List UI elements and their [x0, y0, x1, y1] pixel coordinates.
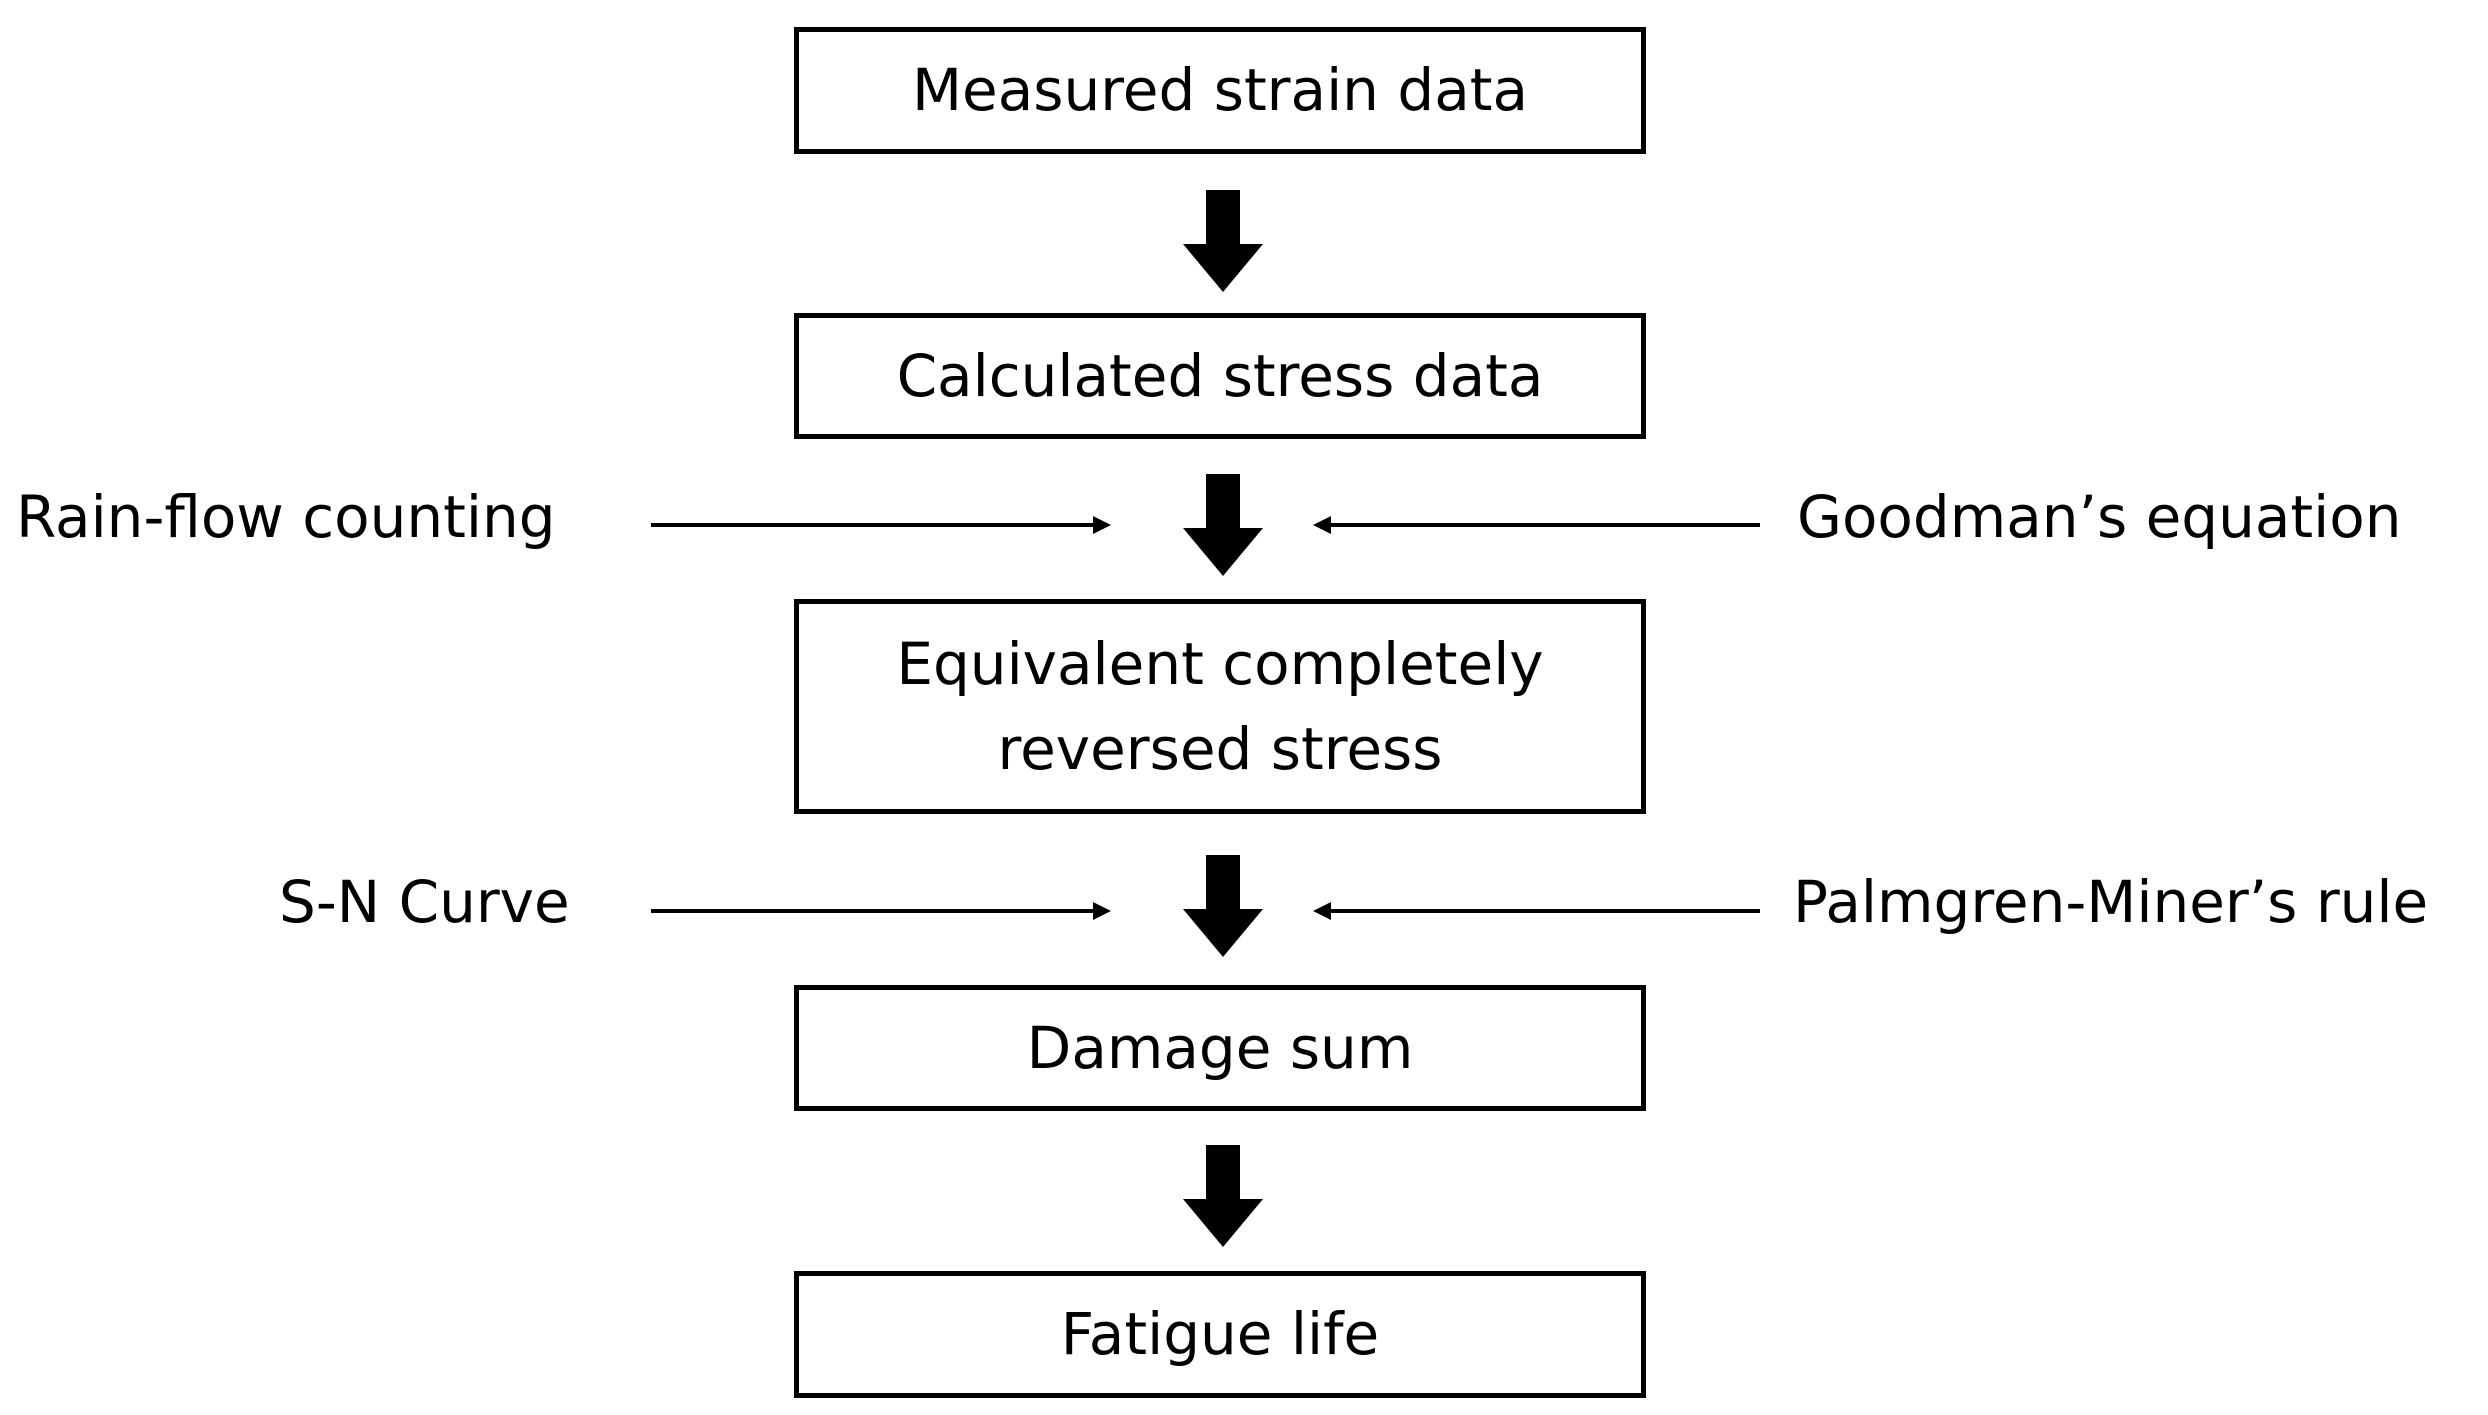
step-label: Calculated stress data: [896, 341, 1544, 410]
step-box-fatigue-life: Fatigue life: [794, 1271, 1646, 1398]
input-label-sn-curve: S-N Curve: [279, 868, 570, 936]
step-label: Damage sum: [1026, 1013, 1414, 1082]
step-label: Equivalent completely reversed stress: [896, 630, 1544, 783]
step-box-measured-strain: Measured strain data: [794, 27, 1646, 154]
input-label-rain-flow-counting: Rain-flow counting: [16, 483, 556, 551]
down-arrow-icon: [1183, 855, 1263, 957]
down-arrow-icon: [1183, 190, 1263, 292]
step-label: Fatigue life: [1060, 1300, 1380, 1369]
step-box-equivalent-stress: Equivalent completely reversed stress: [794, 599, 1646, 814]
step-box-calculated-stress: Calculated stress data: [794, 313, 1646, 439]
step-label: Measured strain data: [911, 56, 1529, 125]
right-arrow-icon: [651, 902, 1111, 920]
input-label-goodmans-equation: Goodman’s equation: [1797, 483, 2402, 551]
input-label-palmgren-miners-rule: Palmgren-Miner’s rule: [1793, 868, 2429, 936]
down-arrow-icon: [1183, 1145, 1263, 1247]
step-box-damage-sum: Damage sum: [794, 985, 1646, 1111]
right-arrow-icon: [651, 516, 1111, 534]
down-arrow-icon: [1183, 474, 1263, 576]
left-arrow-icon: [1313, 516, 1760, 534]
left-arrow-icon: [1313, 902, 1760, 920]
